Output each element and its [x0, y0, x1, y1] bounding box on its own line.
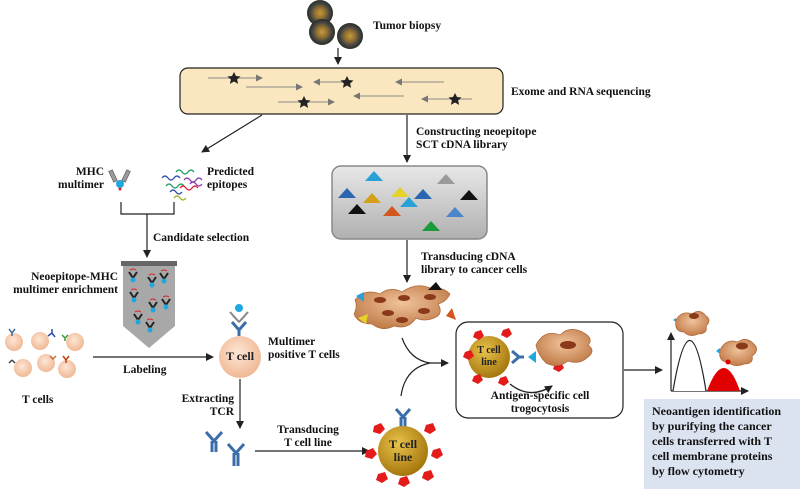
flow-cytometry-histogram	[667, 311, 757, 395]
label-predicted-line2: epitopes	[207, 179, 248, 191]
label-extracting-tcr: Extracting TCR	[170, 393, 234, 419]
label-extracting-line1: Extracting	[181, 393, 234, 405]
library-triangle	[437, 174, 455, 184]
library-triangle	[391, 187, 409, 197]
label-trogocytosis-line1: Antigen-specific cell	[490, 390, 590, 402]
label-constructing: Constructing neoepitope SCT cDNA library	[416, 126, 536, 152]
label-enrichment-line1: Neoepitope-MHC	[31, 271, 118, 283]
enrichment-column-icon	[121, 261, 177, 348]
label-predicted-epitopes: Predicted epitopes	[207, 166, 254, 192]
histogram-positive-peak	[707, 368, 740, 391]
trogocytosis-box	[455, 321, 624, 419]
label-mhc-line1: MHC	[75, 166, 104, 178]
cdna-library-box	[331, 165, 488, 240]
label-transducing-cdna: Transducing cDNA library to cancer cells	[421, 251, 527, 277]
label-multimer-positive-line1: Multimer	[268, 336, 316, 348]
label-constructing-line2: SCT cDNA library	[416, 139, 508, 151]
cancer-cells-cluster-icon	[353, 282, 456, 329]
library-triangle	[446, 207, 464, 217]
library-triangle	[383, 206, 401, 216]
selection-bracket	[120, 202, 175, 258]
multimer-positive-t-cell-icon	[219, 304, 261, 378]
label-enrichment: Neoepitope-MHC multimer enrichment	[0, 271, 118, 297]
library-triangle	[338, 188, 356, 198]
label-constructing-line1: Constructing neoepitope	[416, 126, 537, 138]
label-tcl-bottom-line1: T cell	[388, 437, 418, 451]
mhc-multimer-icon	[108, 169, 131, 191]
label-transducing-cdna-line1: Transducing cDNA	[421, 251, 516, 263]
label-t-cell-line-box: T cell line	[471, 345, 507, 369]
label-transducing-tcell: Transducing T cell line	[268, 424, 348, 450]
label-trogocytosis-line2: trogocytosis	[510, 403, 570, 415]
label-extracting-line2: TCR	[209, 406, 234, 418]
cancer-cell-icon	[673, 311, 710, 336]
label-candidate-selection: Candidate selection	[153, 232, 250, 244]
library-triangle	[365, 171, 383, 181]
library-triangle	[414, 189, 432, 199]
label-transducing-tcell-line2: T cell line	[284, 437, 332, 449]
label-tcl-bottom-line2: line	[393, 450, 413, 464]
label-mhc-multimer: MHC multimer	[52, 166, 104, 192]
label-multimer-positive: Multimer positive T cells	[268, 336, 340, 362]
label-trogocytosis: Antigen-specific cell trogocytosis	[470, 390, 610, 416]
label-tumor-biopsy: Tumor biopsy	[373, 20, 442, 32]
library-triangle	[400, 197, 418, 207]
label-t-cell: T cell	[225, 349, 255, 363]
t-cell-line-icon	[365, 408, 443, 487]
predicted-epitopes-icon	[161, 169, 203, 201]
mutation-star-icons	[227, 72, 462, 108]
cancer-cell-icon	[716, 339, 757, 366]
library-triangle	[348, 204, 366, 214]
histogram-negative-peak	[672, 340, 707, 392]
sequencing-box	[179, 67, 504, 115]
result-box: Neoantigen identification by purifying t…	[644, 399, 800, 489]
label-multimer-positive-line2: positive T cells	[268, 349, 340, 361]
library-triangle	[363, 193, 381, 203]
label-t-cells: T cells	[22, 394, 54, 406]
label-tcl-box-line2: line	[481, 357, 497, 368]
converging-arrows	[400, 337, 449, 397]
tcr-icon	[204, 431, 246, 466]
label-t-cell-line-bottom: T cell line	[383, 438, 423, 464]
label-transducing-cdna-line2: library to cancer cells	[421, 264, 528, 276]
label-transducing-tcell-line1: Transducing	[277, 424, 339, 436]
arrow-seq-to-epitopes	[201, 114, 263, 153]
label-enrichment-line2: multimer enrichment	[13, 284, 118, 296]
label-sequencing: Exome and RNA sequencing	[511, 86, 651, 98]
label-tcl-box-line1: T cell	[477, 345, 501, 356]
t-cells-cluster-icon	[5, 328, 84, 378]
result-text: Neoantigen identification by purifying t…	[652, 404, 781, 478]
label-labeling: Labeling	[123, 364, 167, 376]
library-triangle	[422, 221, 440, 231]
label-mhc-line2: multimer	[58, 179, 104, 191]
library-triangle	[460, 190, 478, 200]
tumor-biopsy-icon	[307, 0, 363, 49]
label-predicted-line1: Predicted	[207, 166, 255, 178]
